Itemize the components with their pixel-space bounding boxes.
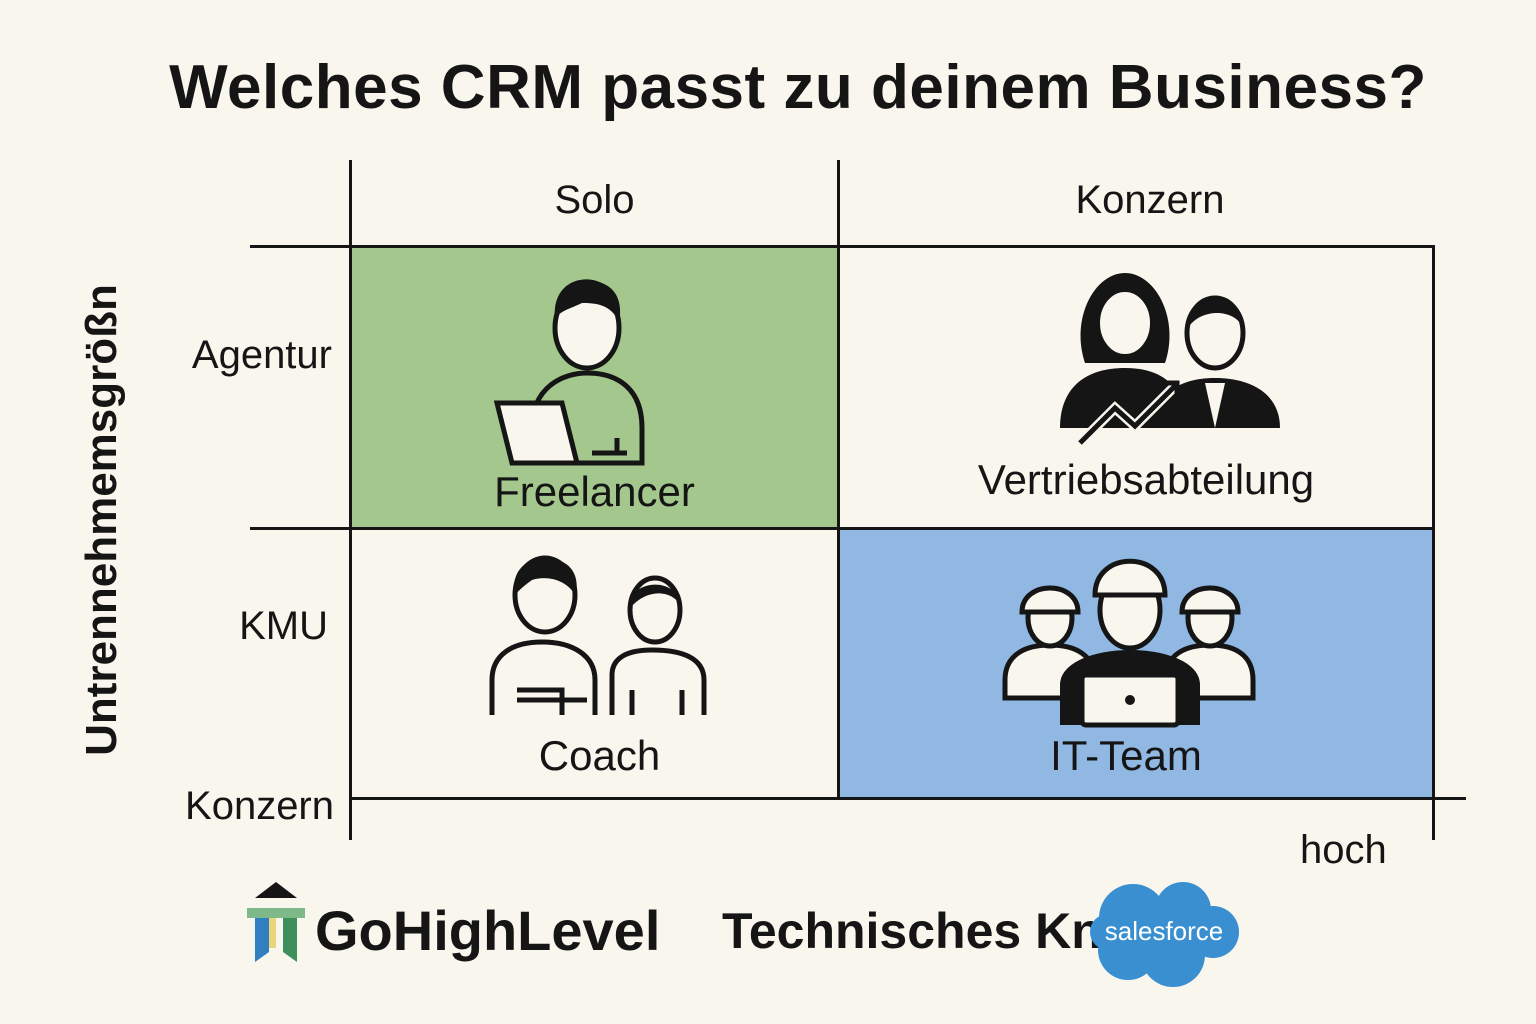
x-axis-line — [350, 797, 1466, 800]
gohighlevel-logo-icon — [247, 882, 305, 962]
row-header-agentur: Agentur — [191, 333, 332, 377]
salesforce-cloud-icon — [1090, 882, 1239, 987]
grid-line — [250, 245, 1435, 248]
column-header-solo: Solo — [554, 178, 635, 222]
grid-line — [1432, 245, 1435, 840]
sales-team-icon — [1060, 273, 1280, 447]
quadrant-vertriebsabteilung: Vertriebsabteilung — [840, 248, 1432, 527]
grid-line — [837, 160, 840, 798]
x-axis-label: Technisches Kn — [722, 903, 1102, 959]
page-title: Welches CRM passt zu deinem Business? — [169, 53, 1427, 122]
grid-line — [349, 160, 352, 840]
salesforce-text: salesforce — [1104, 916, 1224, 946]
gohighlevel-text: GoHighLevel — [315, 899, 661, 962]
row-header-kmu: KMU — [239, 604, 328, 648]
grid-line — [250, 527, 1435, 530]
coach-icon — [489, 555, 707, 715]
cell-label-coach: Coach — [538, 732, 661, 779]
freelancer-laptop-icon — [493, 279, 645, 466]
cell-label-vertriebsabteilung: Vertriebsabteilung — [977, 456, 1315, 503]
quadrant-freelancer: Freelancer — [352, 248, 837, 527]
cell-label-it-team: IT-Team — [1050, 732, 1202, 779]
quadrant-it-team: IT-Team — [840, 530, 1432, 797]
salesforce-logo: salesforce — [1088, 880, 1240, 988]
it-team-icon — [1002, 558, 1256, 728]
x-axis-end-label: hoch — [1300, 828, 1387, 872]
row-header-konzern: Konzern — [185, 784, 334, 828]
y-axis-label: Untrennehmemsgrößn — [77, 284, 126, 756]
quadrant-coach: Coach — [352, 530, 837, 797]
cell-label-freelancer: Freelancer — [494, 468, 695, 515]
gohighlevel-logo: GoHighLevel — [245, 880, 665, 970]
column-header-konzern: Konzern — [1075, 178, 1225, 222]
